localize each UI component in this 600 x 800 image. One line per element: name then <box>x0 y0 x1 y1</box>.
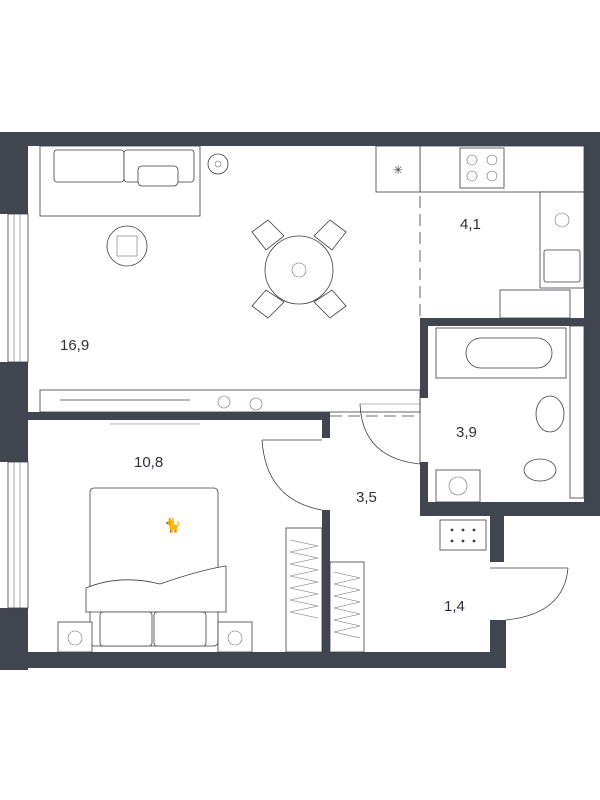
wardrobe-hall <box>329 561 365 653</box>
windows <box>7 213 29 609</box>
area-kitchen: 4,1 <box>460 216 481 233</box>
dining-table <box>264 235 334 305</box>
hallway-furniture <box>285 519 487 653</box>
bath-door-arc <box>359 403 421 465</box>
faucet-icon <box>554 212 570 228</box>
wall-right <box>584 132 600 504</box>
bathroom-furniture <box>435 325 585 503</box>
bathtub-basin <box>465 337 553 369</box>
nightstand-left <box>57 621 93 653</box>
bed-pillow-left <box>99 611 153 647</box>
wall-bath-top <box>420 318 584 326</box>
wall-entry-side <box>490 516 504 562</box>
chair-1 <box>251 219 285 251</box>
kitchen-sink <box>543 249 581 283</box>
chair-4 <box>313 289 347 319</box>
wall-bottom-right <box>490 620 506 668</box>
wall-bath-left-top <box>420 318 428 398</box>
decor-icon-2 <box>249 397 263 411</box>
plant-pot-icon <box>106 225 148 267</box>
wall-bottom <box>0 652 506 668</box>
bedroom-door-arc <box>261 439 323 511</box>
entry-door-arc <box>505 567 569 621</box>
bed-blanket <box>85 565 227 613</box>
sofa-cushion-left <box>53 149 125 183</box>
wall-left-top <box>0 132 28 214</box>
wall-living-bedroom <box>28 412 330 420</box>
wall-bath-left-bottom <box>420 462 428 516</box>
bed-pillow-right <box>153 611 207 647</box>
nightstand-right <box>217 621 253 653</box>
cooktop <box>459 147 505 189</box>
kitchen-furniture: ✳ <box>375 145 585 319</box>
area-bedroom: 10,8 <box>134 454 163 471</box>
snowflake-icon: ✳ <box>393 163 403 177</box>
wall-left-mid <box>0 362 28 462</box>
entry-bench <box>439 519 487 551</box>
area-labels: 16,9 10,8 4,1 3,9 3,5 1,4 <box>60 216 481 615</box>
sink-icon <box>535 395 565 433</box>
toilet-icon <box>523 458 557 482</box>
chair-2 <box>313 219 347 251</box>
wall-bedroom-stub <box>322 420 330 438</box>
wardrobe-bedroom <box>285 527 323 653</box>
bath-shelf <box>569 325 585 499</box>
fridge <box>375 145 421 193</box>
wall-right-step <box>484 502 600 516</box>
window-living <box>7 213 29 363</box>
area-living: 16,9 <box>60 337 89 354</box>
chair-3 <box>251 289 285 319</box>
wall-top <box>0 132 600 146</box>
doors <box>261 196 569 621</box>
kitchen-cabinet <box>499 289 571 319</box>
lamp-icon <box>207 153 229 175</box>
wall-bedroom-hall <box>322 510 330 652</box>
window-bedroom <box>7 461 29 609</box>
living-furniture <box>39 145 421 413</box>
area-entry: 1,4 <box>444 598 465 615</box>
decor-icon <box>217 395 231 409</box>
walls <box>0 132 600 670</box>
bedroom-furniture: 🐈 <box>57 423 253 653</box>
sofa-pillow <box>137 165 179 187</box>
area-hallway: 3,5 <box>356 489 377 506</box>
washing-machine <box>435 469 481 503</box>
wall-bath-bottom <box>420 502 500 516</box>
area-bathroom: 3,9 <box>456 424 477 441</box>
cat-icon: 🐈 <box>164 517 181 534</box>
